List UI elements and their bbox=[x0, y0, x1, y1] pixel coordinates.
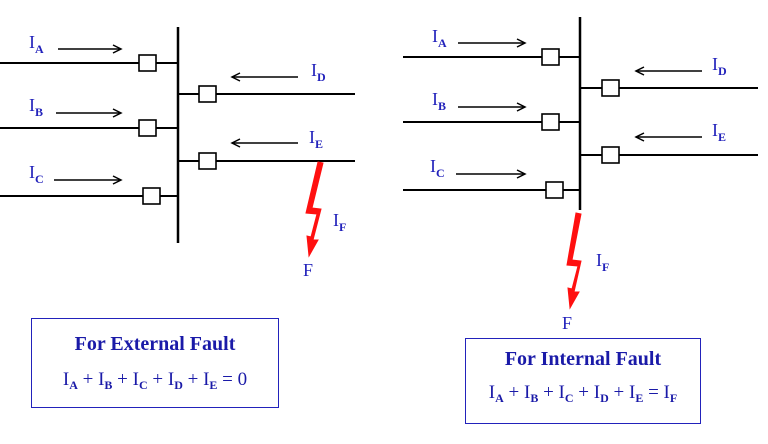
current-label-e: IE bbox=[309, 127, 323, 151]
current-label-a: IA bbox=[29, 32, 44, 56]
external-fault-title: For External Fault bbox=[74, 333, 236, 355]
fault-point-label: F bbox=[303, 260, 313, 280]
breaker-b bbox=[138, 119, 157, 137]
breaker-c bbox=[142, 187, 161, 205]
external-fault-box: For External Fault IA + IB + IC + ID + I… bbox=[31, 318, 279, 408]
current-arrow-c bbox=[456, 169, 527, 179]
lightning-bolt-icon bbox=[566, 212, 582, 310]
current-arrow-e bbox=[634, 132, 702, 142]
current-arrow-d bbox=[230, 72, 298, 82]
current-arrow-d bbox=[634, 66, 702, 76]
breaker-d bbox=[198, 85, 217, 103]
breaker-a bbox=[541, 48, 560, 66]
lightning-bolt-icon bbox=[305, 161, 324, 258]
breaker-e bbox=[198, 152, 217, 170]
fault-current-label: IF bbox=[333, 210, 346, 234]
current-label-b: IB bbox=[29, 95, 43, 119]
internal-fault-title: For Internal Fault bbox=[504, 348, 662, 370]
current-arrow-b bbox=[458, 102, 527, 112]
current-label-a: IA bbox=[432, 26, 447, 50]
external-fault-network: IA IB IC ID IE IF F bbox=[0, 27, 355, 280]
internal-fault-network: IA IB IC ID IE IF F bbox=[403, 17, 758, 333]
breaker-a bbox=[138, 54, 157, 72]
current-label-b: IB bbox=[432, 89, 446, 113]
fault-current-label: IF bbox=[596, 250, 609, 274]
breaker-c bbox=[545, 181, 564, 199]
current-label-c: IC bbox=[29, 162, 44, 186]
fault-point-label: F bbox=[562, 313, 572, 333]
breaker-e bbox=[601, 146, 620, 164]
current-arrow-a bbox=[458, 38, 527, 48]
current-label-e: IE bbox=[712, 120, 726, 144]
current-label-d: ID bbox=[712, 54, 727, 78]
current-label-c: IC bbox=[430, 156, 445, 180]
internal-fault-equation: IA + IB + IC + ID + IE = IF bbox=[488, 382, 678, 405]
breaker-d bbox=[601, 79, 620, 97]
current-arrow-c bbox=[54, 175, 123, 185]
current-arrow-e bbox=[230, 138, 298, 148]
current-arrow-b bbox=[56, 108, 123, 118]
external-fault-equation: IA + IB + IC + ID + IE = 0 bbox=[62, 369, 248, 392]
current-arrow-a bbox=[58, 44, 123, 54]
internal-fault-box: For Internal Fault IA + IB + IC + ID + I… bbox=[465, 338, 701, 424]
current-label-d: ID bbox=[311, 60, 326, 84]
breaker-b bbox=[541, 113, 560, 131]
